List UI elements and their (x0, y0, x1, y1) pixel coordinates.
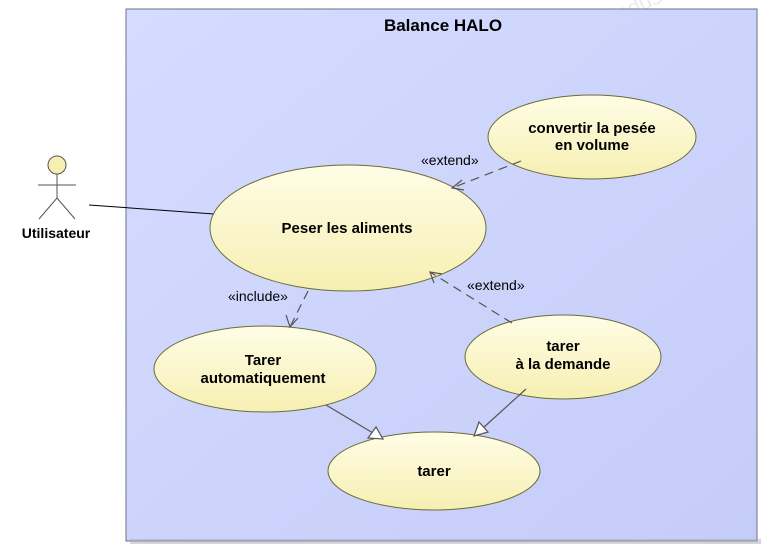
use-case-label: tarer (417, 463, 451, 480)
use-case-tarer-demande[interactable]: tarer à la demande (464, 314, 662, 400)
use-case-tarer-auto[interactable]: Tarer automatiquement (153, 325, 377, 413)
extend-arrow-convertir (450, 160, 522, 191)
use-case-tarer[interactable]: tarer (327, 431, 541, 511)
use-case-label: à la demande (515, 356, 610, 373)
actor-head-icon (47, 155, 67, 175)
use-case-label: Tarer (245, 352, 282, 369)
use-case-label: Peser les aliments (282, 220, 413, 237)
use-case-label: convertir la pesée (528, 120, 656, 137)
extend-label: «extend» (421, 152, 479, 168)
use-case-label: en volume (555, 137, 629, 154)
use-case-label: tarer (546, 338, 580, 355)
include-arrow (285, 290, 309, 329)
include-label: «include» (228, 288, 288, 304)
actor-utilisateur[interactable]: Utilisateur (22, 155, 91, 241)
use-case-convertir[interactable]: convertir la pesée en volume (487, 94, 697, 180)
association-line (88, 204, 215, 215)
system-title: Balance HALO (384, 16, 502, 35)
generalization-arrow-auto (325, 404, 385, 440)
actor-label: Utilisateur (22, 225, 91, 241)
use-case-label: automatiquement (200, 370, 325, 387)
extend-label: «extend» (467, 277, 525, 293)
extend-arrow-tarer-demande (429, 271, 513, 324)
use-case-peser[interactable]: Peser les aliments (209, 164, 487, 292)
generalization-arrow-demande (473, 388, 527, 437)
